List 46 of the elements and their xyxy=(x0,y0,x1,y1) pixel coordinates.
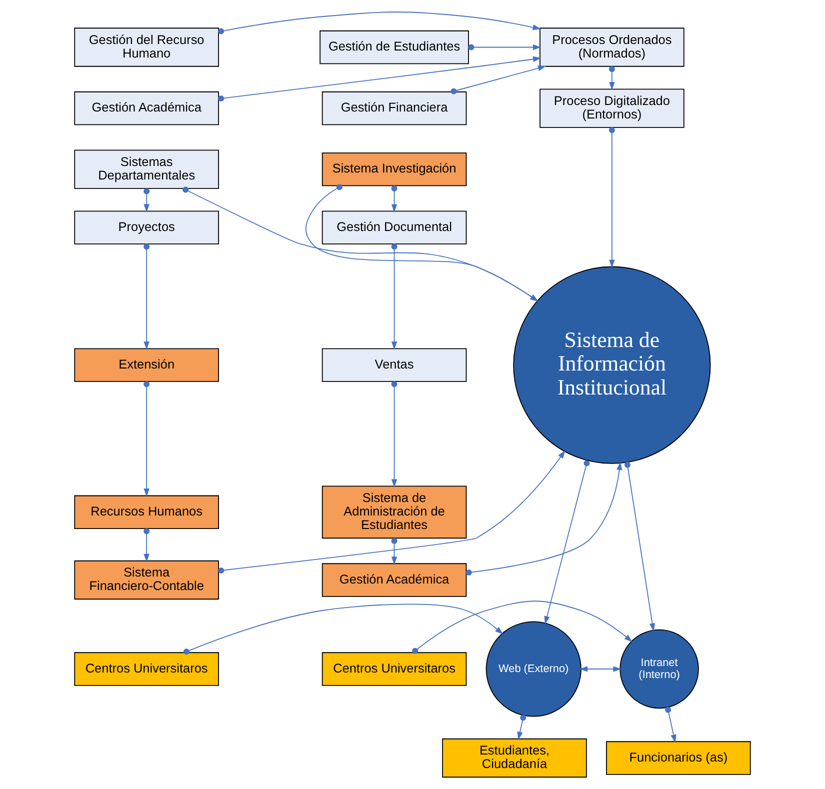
node-circle: Web (Externo) xyxy=(486,621,582,717)
node-box: Recursos Humanos xyxy=(74,495,219,529)
arrow xyxy=(218,450,566,574)
arrow xyxy=(144,244,150,350)
arrow xyxy=(144,381,150,497)
arrow xyxy=(391,538,398,565)
arrow xyxy=(144,188,150,212)
arrow xyxy=(608,127,615,268)
node-box: Extensión xyxy=(74,348,219,382)
arrow xyxy=(544,460,590,624)
node-box: Ventas xyxy=(322,348,467,382)
node-box: Sistema de Administración de Estudiantes xyxy=(322,486,467,539)
node-box: Centros Universitaros xyxy=(74,652,219,686)
node-box: Gestión Documental xyxy=(322,210,467,244)
arrow xyxy=(608,66,615,90)
arrow xyxy=(391,244,398,350)
node-box: Centros Universitaros xyxy=(322,652,467,686)
arrow xyxy=(391,381,398,488)
node-box: Gestión Académica xyxy=(322,563,467,597)
node-box: Sistemas Departamentales xyxy=(74,150,219,189)
arrow xyxy=(665,706,676,743)
node-box: Estudiantes, Ciudadanía xyxy=(442,738,587,778)
arrow xyxy=(579,666,622,672)
node-box: Proyectos xyxy=(74,210,219,244)
node-box: Funcionarios (as) xyxy=(606,741,751,775)
node-box: Proceso Digitalizado (Entornos) xyxy=(540,88,684,128)
node-box: Procesos Ordenados (Normados) xyxy=(540,28,684,67)
arrow xyxy=(183,604,504,655)
arrow xyxy=(468,44,542,50)
node-box: Gestión Financiera xyxy=(322,91,467,126)
arrow xyxy=(218,56,542,102)
arrow xyxy=(517,714,526,740)
arrow xyxy=(466,462,622,576)
arrow xyxy=(391,185,398,212)
node-box: Gestión Académica xyxy=(74,91,219,126)
node-circle: Sistema de Información Institucional xyxy=(513,266,711,464)
node-box: Gestión de Estudiantes xyxy=(320,30,469,64)
node-box: Gestión del Recurso Humano xyxy=(74,28,219,67)
arrow xyxy=(624,462,656,632)
node-box: Sistema Financiero-Contable xyxy=(74,560,219,600)
arrow xyxy=(412,600,632,654)
node-box: Sistema Investigación xyxy=(322,152,467,186)
arrow xyxy=(144,528,150,562)
arrow xyxy=(450,65,546,94)
arrow xyxy=(218,12,542,34)
node-circle: Intranet (Interno) xyxy=(620,629,699,709)
